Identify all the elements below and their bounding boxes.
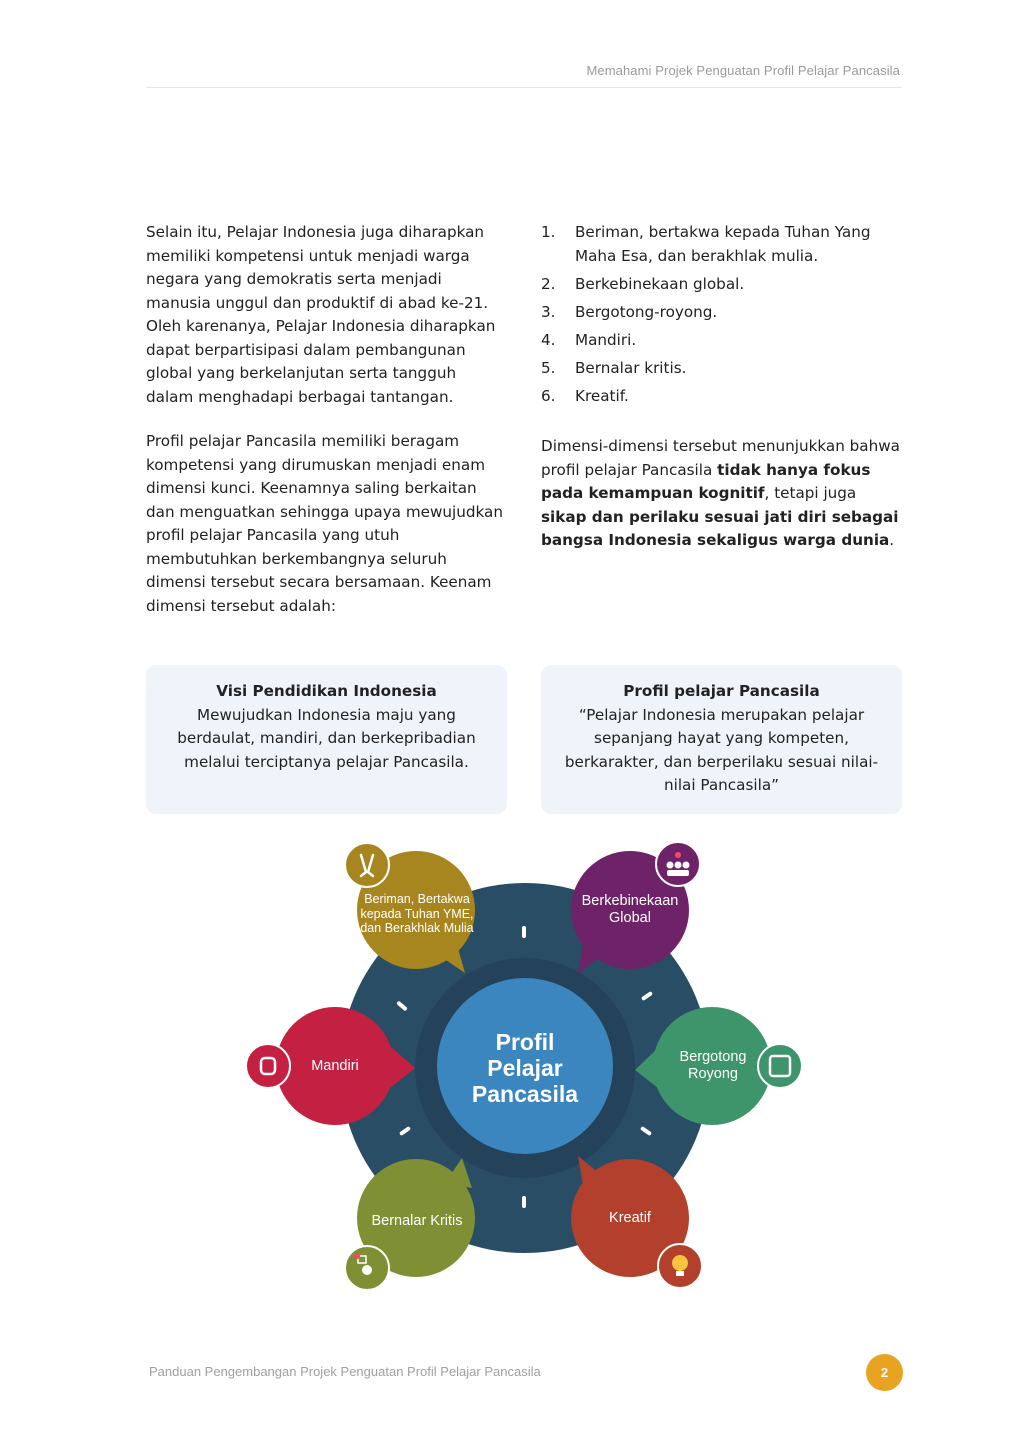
node-mandiri [245,1007,415,1125]
list-text: Berkebinekaan global. [575,274,745,293]
node-pointer [445,1158,472,1188]
accent-dash [640,1126,652,1136]
visi-title: Visi Pendidikan Indonesia [216,682,437,700]
node-gotong-royong [635,1007,803,1125]
list-item: 3. Bergotong-royong. [541,301,903,325]
node-pointer [440,938,465,973]
node-kreatif [571,1156,703,1289]
icon-badge [757,1043,803,1089]
summary-text: , tetapi juga [764,484,857,502]
icon-badge [344,842,390,888]
list-item: 2. Berkebinekaan global. [541,273,903,297]
diagram-graphic [245,841,803,1291]
label-beriman: Beriman, Bertakwa kepada Tuhan YME, dan … [360,892,474,936]
list-number: 5. [541,358,556,377]
summary-text: . [889,531,895,549]
list-text: Beriman, bertakwa kepada Tuhan Yang Maha… [575,223,871,265]
center-title-line: Pelajar [487,1055,563,1081]
list-text: Mandiri. [575,330,637,349]
running-title: Memahami Projek Penguatan Profil Pelajar… [586,63,900,78]
node-beriman [344,842,475,973]
heart-dot [675,852,681,858]
left-column: Selain itu, Pelajar Indonesia juga dihar… [146,221,508,618]
joined-hands-icon [768,1054,792,1078]
list-item: 4. Mandiri. [541,329,903,353]
dimensions-intro-paragraph: Profil pelajar Pancasila memiliki beraga… [146,432,503,615]
summary-paragraph: Dimensi-dimensi tersebut menunjukkan bah… [541,435,903,553]
lightbulb-icon [672,1255,688,1271]
dimension-list: 1. Beriman, bertakwa kepada Tuhan Yang Ma… [541,221,903,408]
node-pointer [390,1046,415,1088]
list-number: 2. [541,274,556,293]
visi-body: Mewujudkan Indonesia maju yang berdaulat… [177,705,476,771]
list-number: 3. [541,302,556,321]
accent-dash [522,926,526,938]
profile-diagram: Profil Pelajar Pancasila Beriman, Bertak… [240,838,810,1293]
diverse-people-icon [666,852,690,876]
person-head [682,861,690,869]
list-number: 6. [541,386,556,405]
node-circle [653,1007,771,1125]
node-berkebinekaan [571,841,701,973]
center-title: Profil Pelajar Pancasila [430,1013,620,1123]
lightbulb-base [676,1271,684,1276]
accent-dash [641,991,653,1001]
label-bernalar: Bernalar Kritis [371,1212,463,1229]
node-circle [357,851,475,969]
person-head [666,861,674,869]
accent-dash [396,1001,408,1011]
node-pointer [635,1048,658,1088]
summary-emphasis: sikap dan perilaku sesuai jati diri seba… [541,507,899,550]
node-circle [571,1159,689,1277]
heart-dot [354,1253,360,1259]
intro-paragraph: Selain itu, Pelajar Indonesia juga dihar… [146,223,496,406]
list-item: 1. Beriman, bertakwa kepada Tuhan Yang Ma… [541,221,903,268]
summary-emphasis: tidak hanya fokus pada kemampuan kogniti… [541,460,871,503]
thought-box [357,1255,367,1264]
header-divider [146,87,902,88]
profil-body: “Pelajar Indonesia merupakan pelajar sep… [564,705,879,795]
center-title-line: Profil [495,1029,555,1055]
label-gotong-royong: Bergotong Royong [679,1049,747,1082]
accent-dash [522,1196,526,1208]
list-item: 6. Kreatif. [541,385,903,409]
accent-dash [399,1126,411,1136]
list-text: Kreatif. [575,386,629,405]
label-berkebinekaan: Berkebinekaan Global [581,893,679,926]
summary-text: Dimensi-dimensi tersebut menunjukkan bah… [541,437,900,479]
praying-hands-icon [359,853,375,878]
node-circle [357,1159,475,1277]
person-body [667,870,689,876]
ring-accents [396,926,653,1208]
visi-box: Visi Pendidikan Indonesia Mewujudkan Ind… [146,665,507,814]
right-column: 1. Beriman, bertakwa kepada Tuhan Yang Ma… [541,221,903,553]
list-number: 1. [541,223,556,241]
page-number: 2 [866,1354,903,1391]
label-mandiri: Mandiri [311,1057,359,1074]
list-text: Bergotong-royong. [575,302,718,321]
person-head [674,861,682,869]
center-title-line: Pancasila [471,1081,579,1107]
list-text: Bernalar kritis. [575,358,687,377]
label-kreatif: Kreatif [609,1209,651,1226]
list-number: 4. [541,330,556,349]
raised-fist-icon [259,1056,277,1076]
node-pointer [578,933,602,973]
profil-box: Profil pelajar Pancasila “Pelajar Indone… [541,665,902,814]
list-item: 5. Bernalar kritis. [541,357,903,381]
node-circle [276,1007,394,1125]
profil-title: Profil pelajar Pancasila [623,682,820,700]
center-circle [437,978,613,1154]
node-circle [571,851,689,969]
icon-badge [245,1043,291,1089]
footer-title: Panduan Pengembangan Projek Penguatan Pr… [149,1364,541,1379]
thinking-person-icon [362,1265,372,1275]
node-bernalar [344,1158,475,1291]
node-pointer [578,1156,605,1196]
